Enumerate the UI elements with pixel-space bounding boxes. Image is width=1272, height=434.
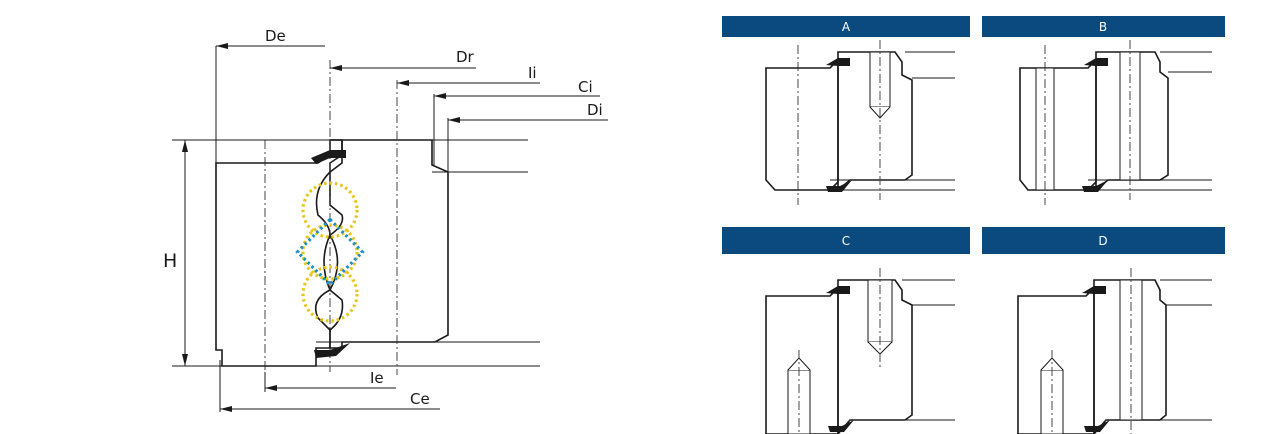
variant-b-label: B	[1099, 20, 1107, 34]
ball-bottom	[301, 265, 359, 323]
variant-c-seal-bottom	[828, 420, 854, 432]
variant-b-seal-bottom	[1082, 180, 1108, 192]
svg-text:Ie: Ie	[370, 369, 384, 387]
variant-a-label: A	[842, 20, 851, 34]
svg-text:H: H	[163, 250, 177, 272]
main-section: De Dr Ii Ci Di H	[163, 27, 608, 412]
seal-top	[311, 150, 346, 164]
variant-c: C	[722, 227, 970, 434]
variant-c-seal-top	[826, 286, 850, 294]
svg-text:Ci: Ci	[578, 78, 593, 96]
variant-b-seal-top	[1084, 58, 1108, 66]
variant-b-caption-bar	[982, 16, 1225, 37]
variant-d: D	[982, 227, 1225, 434]
ball-top	[301, 181, 359, 239]
svg-text:Di: Di	[587, 101, 603, 119]
variant-a-seal-top	[826, 58, 850, 66]
dim-Di: Di	[448, 101, 608, 123]
svg-text:De: De	[265, 27, 286, 45]
svg-text:Dr: Dr	[456, 48, 475, 66]
ball-middle	[301, 223, 359, 281]
variant-a-caption-bar	[722, 16, 970, 37]
outer-ring	[215, 139, 343, 367]
dim-H: H	[163, 140, 188, 366]
variant-c-caption-bar	[722, 227, 970, 254]
seal-bottom	[314, 343, 350, 358]
dim-Ie: Ie	[265, 369, 396, 391]
roller-outline	[295, 217, 365, 287]
variant-d-label: D	[1098, 234, 1107, 248]
dim-Dr: Dr	[330, 48, 476, 71]
dim-De: De	[216, 27, 325, 49]
dim-Ce: Ce	[220, 390, 440, 412]
svg-text:Ii: Ii	[528, 64, 537, 82]
dim-Ci: Ci	[434, 78, 600, 99]
variant-d-seal-bottom	[1084, 420, 1110, 432]
variant-d-caption-bar	[982, 227, 1225, 254]
svg-text:Ce: Ce	[410, 390, 430, 408]
variant-a-seal-bottom	[826, 180, 852, 192]
variant-d-seal-top	[1082, 286, 1106, 294]
dim-Ii: Ii	[397, 64, 540, 86]
variant-a: A	[722, 16, 970, 205]
variant-c-label: C	[842, 234, 850, 248]
variant-b: B	[982, 16, 1225, 205]
inner-ring	[328, 139, 449, 349]
